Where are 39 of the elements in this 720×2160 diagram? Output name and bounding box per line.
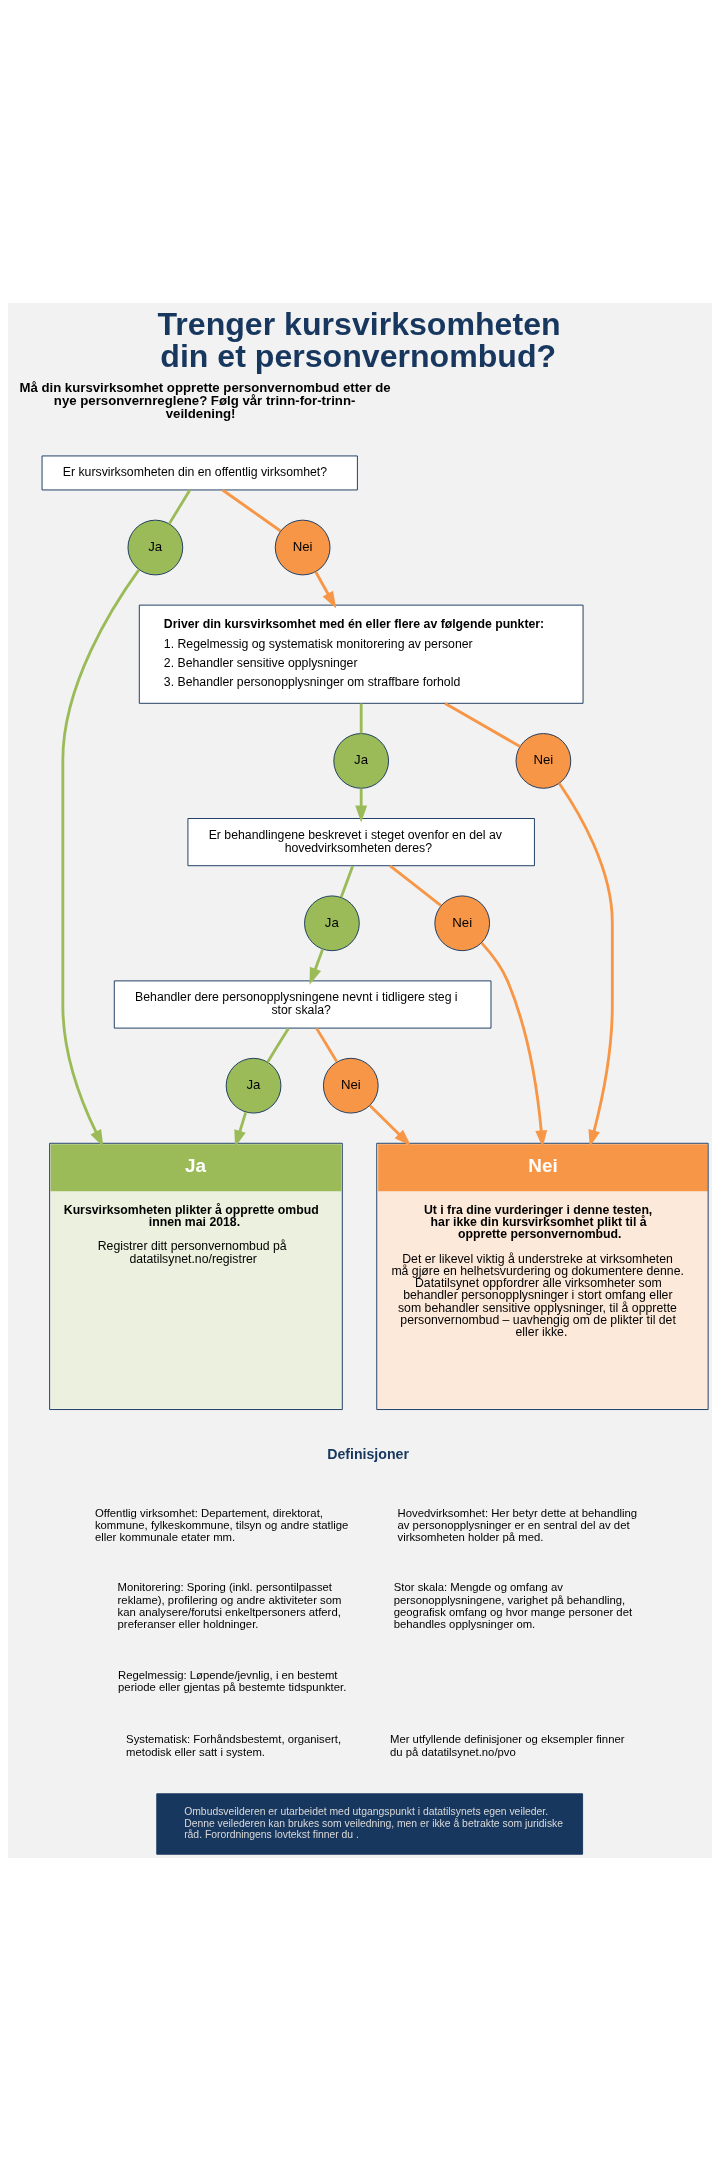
node-box: Er kursvirksomheten din en offentlig virksomhet?: [41, 454, 358, 490]
node-circle: Nei: [515, 732, 572, 789]
label: Offentlig virksomhet: Departement, direktorat, kommune, fylkeskommune, tilsyn og andre statlige eller kommunale etater mm.: [94, 1506, 349, 1543]
node-circle: Nei: [322, 1057, 379, 1114]
arrow: [314, 570, 337, 608]
arrow: [355, 788, 368, 823]
label: Hovedvirksomhet: Her betyr dette at behandling av personopplysninger er en sentral del av det virksomheten holder på med.: [397, 1506, 638, 1543]
arrow: [309, 948, 324, 985]
node-circle: Ja: [225, 1057, 282, 1114]
node-circle: Ja: [333, 732, 390, 789]
arrow: [558, 782, 614, 1147]
node-box: Er behandlingene beskrevet i steget ovenfor en del av hovedvirksomheten deres?: [187, 817, 535, 866]
connector: [444, 701, 521, 748]
arrow: [61, 568, 141, 1147]
connector: [221, 488, 282, 532]
label: Monitorering: Sporing (inkl. persontilpasset reklame), profilering og andre aktiviteter som kan analysere/forutsi enkeltpersoners atferd, preferanser eller holdninger.: [117, 1580, 342, 1630]
node-circle: Nei: [274, 519, 331, 575]
node-circle: Ja: [127, 519, 184, 575]
connector: [266, 1027, 290, 1063]
label: Regelmessig: Løpende/jevnlig, i en bestemt periode eller gjentas på bestemte tidspunkter.: [118, 1668, 347, 1693]
connector: [359, 703, 363, 733]
node-box: Behandler dere personopplysningene nevnt i tidligere steg i stor skala?: [113, 979, 492, 1029]
diagram-title: Trenger kursvirksomheten din et personvernombud?: [157, 305, 561, 374]
arrow: [234, 1111, 248, 1147]
node-circle: Ja: [304, 894, 360, 951]
connector: [389, 864, 442, 907]
label: Ombudsveilderen er utarbeidet med utgangspunkt i datatilsynets egen veileder. Denne veilederen kan brukes som veiledning, men er ikke å betrakte som juridiske råd. Forordningens lovtekst finner du .: [184, 1805, 564, 1840]
label: Må din kursvirksomhet opprette personvernombud etter de nye personvernreglene? Følg vår trinn-for-trinn-veildening!: [19, 379, 391, 421]
connector: [168, 488, 192, 525]
node-box: Driver din kursvirksomhet med én eller flere av følgende punkter: 1. Regelmessig og systematisk monitorering av personer 2. Behandler sensitive opplysninger 3. Behandler personopplysninger om straffbare forhold: [138, 604, 584, 704]
node-circle: Nei: [434, 894, 491, 951]
label: Definisjoner: [327, 1445, 409, 1462]
label: Mer utfyllende definisjoner og eksempler finner du på datatilsynet.no/pvo: [389, 1732, 625, 1758]
arrow: [368, 1103, 411, 1146]
connector: [315, 1027, 339, 1063]
arrow: [480, 941, 548, 1147]
label: Systematisk: Forhåndsbestemt, organisert, metodisk eller satt i system.: [126, 1732, 342, 1758]
connector: [339, 865, 355, 898]
label: Stor skala: Mengde og omfang av personopplysningene, varighet på behandling, geografisk omfang og hvor mange personer det behandles opplysninger om.: [393, 1580, 633, 1630]
